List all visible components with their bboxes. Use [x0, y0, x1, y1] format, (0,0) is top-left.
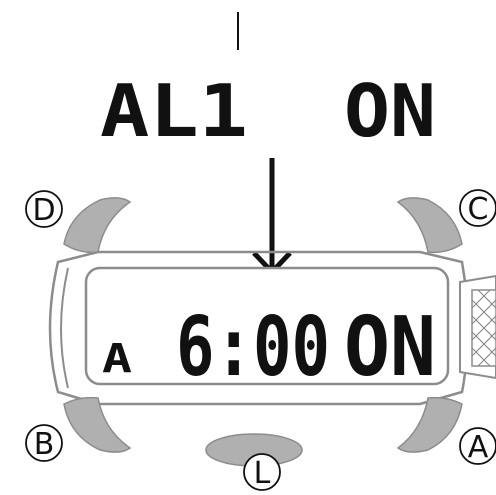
- alarm-time: 6:00: [176, 300, 330, 395]
- button-b-shape[interactable]: [63, 396, 132, 453]
- label-a: A: [459, 427, 496, 465]
- label-d: D: [25, 190, 63, 228]
- label-l: L: [243, 453, 281, 491]
- label-c-text: C: [468, 192, 489, 227]
- header-right-text: ON: [344, 69, 436, 153]
- alarm-indicator: A: [102, 336, 132, 382]
- label-b-text: B: [34, 427, 55, 462]
- label-b: B: [25, 424, 63, 462]
- arrow-down-icon: [252, 158, 292, 276]
- button-c-shape[interactable]: [396, 197, 463, 254]
- label-d-text: D: [32, 193, 55, 228]
- watch-case-rim-left: [60, 267, 69, 389]
- lcd-display: [84, 266, 450, 386]
- button-a-shape[interactable]: [396, 396, 463, 453]
- alarm-status: ON: [344, 300, 436, 395]
- label-a-text: A: [468, 430, 489, 465]
- crown-icon: [459, 274, 496, 380]
- button-d-shape[interactable]: [63, 197, 132, 254]
- label-c: C: [459, 189, 496, 227]
- header-left-text: AL1: [100, 69, 248, 153]
- label-l-text: L: [254, 456, 271, 491]
